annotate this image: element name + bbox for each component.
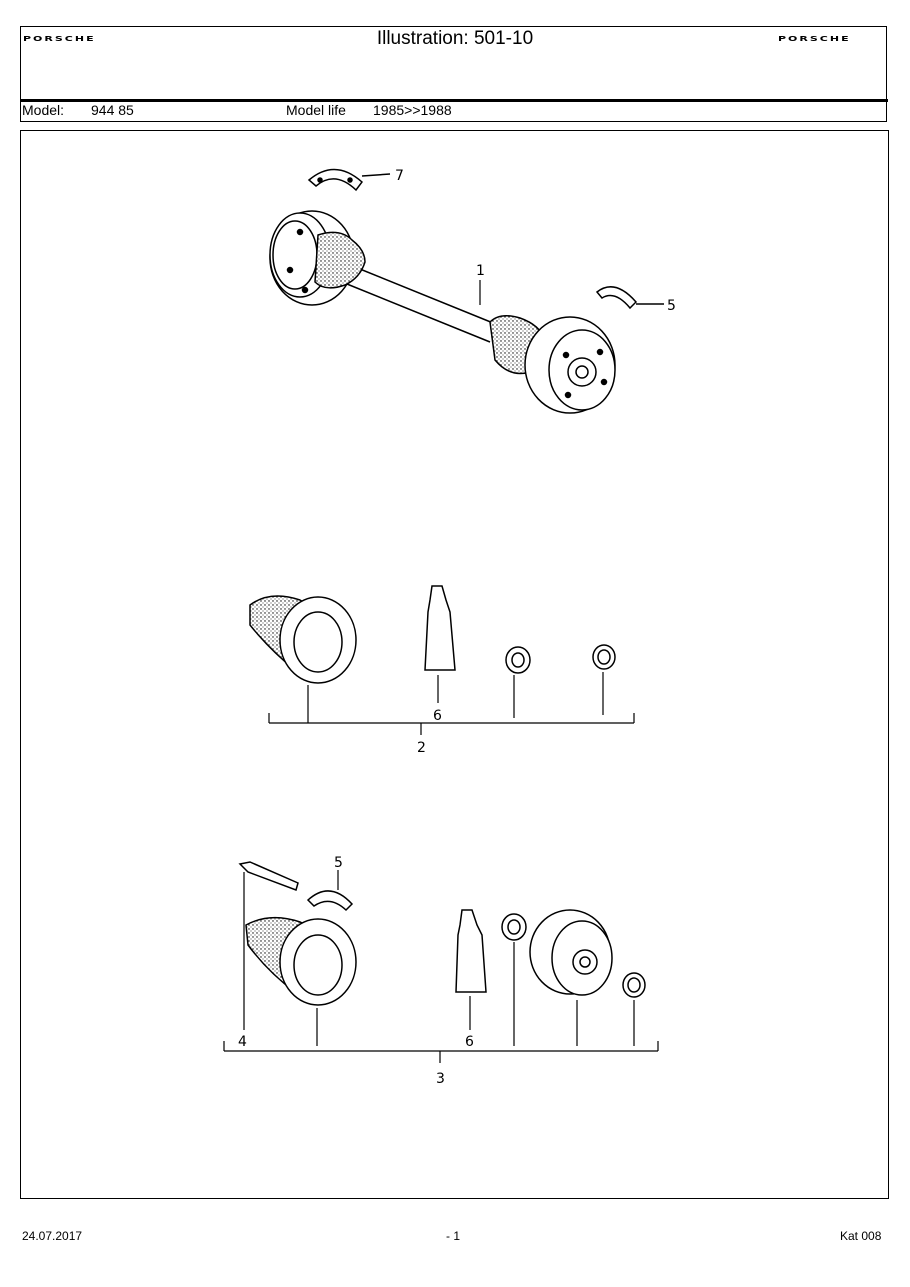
lock-plate-part-5-top <box>595 286 664 310</box>
clamp-plate-part-7 <box>307 168 391 192</box>
brand-logo-left: PORSCHE <box>23 35 96 43</box>
repair-kit-3 <box>238 861 646 1006</box>
model-life-label: Model life <box>286 102 346 118</box>
model-value: 944 85 <box>91 102 134 118</box>
model-label: Model: <box>22 102 65 118</box>
bracket-kit-2 <box>268 672 635 735</box>
header-divider <box>20 99 888 102</box>
callout-1: 1 <box>476 263 485 279</box>
drive-shaft-assembly <box>269 210 616 414</box>
bracket-kit-3 <box>223 870 659 1063</box>
callout-6-kit3: 6 <box>465 1034 474 1050</box>
brand-logo-right: PORSCHE <box>778 35 851 43</box>
callout-7: 7 <box>395 168 404 184</box>
footer-page-number: - 1 <box>446 1229 461 1243</box>
model-life-value: 1985>>1988 <box>373 102 452 118</box>
callout-6-kit2: 6 <box>433 708 442 724</box>
illustration-frame <box>20 130 889 1199</box>
footer-catalog: Kat 008 <box>840 1229 882 1243</box>
page-title: Illustration: 501-10 <box>376 28 534 49</box>
repair-kit-2 <box>249 585 616 684</box>
callout-5-top: 5 <box>667 298 676 314</box>
callout-2: 2 <box>417 740 426 756</box>
callout-5-kit3: 5 <box>334 855 343 871</box>
callout-3: 3 <box>436 1071 445 1087</box>
callout-4: 4 <box>238 1034 247 1050</box>
footer-date: 24.07.2017 <box>22 1229 83 1243</box>
header-box <box>20 26 887 122</box>
